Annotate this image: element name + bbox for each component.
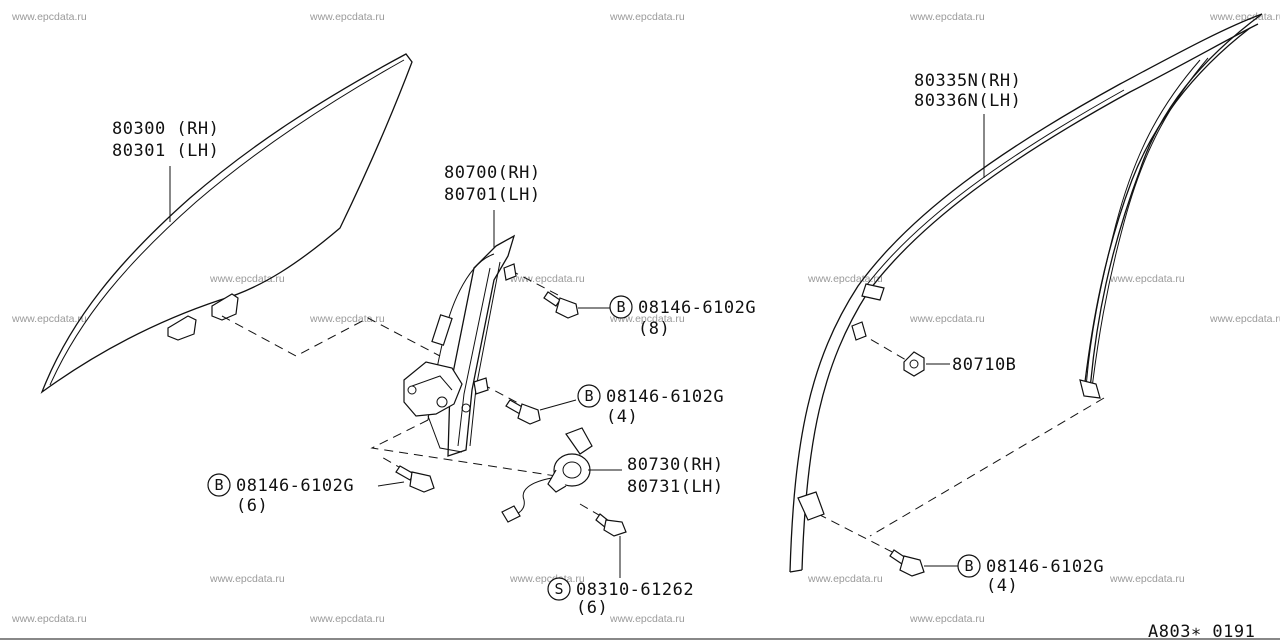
part-number-label: 80300 (RH) (112, 119, 219, 139)
watermark: www.epcdata.ru (807, 273, 883, 285)
callout-bolt-4-sash: B 08146-6102G (4) (957, 554, 1104, 596)
watermark: www.epcdata.ru (909, 613, 985, 625)
part-number-label: 80335N(RH) (914, 71, 1021, 91)
part-number-label: 08146-6102G (236, 476, 354, 496)
callout-screw: S 08310-61262 (6) (547, 577, 694, 618)
bolt-icon (543, 291, 579, 319)
part-number-label: 08146-6102G (638, 298, 756, 318)
watermark: www.epcdata.ru (1209, 313, 1280, 325)
symbol-letter: B (964, 557, 973, 575)
watermark: www.epcdata.ru (1109, 273, 1185, 285)
part-number-label: 80730(RH) (627, 455, 724, 475)
symbol-letter: S (554, 580, 563, 598)
symbol-letter: B (616, 298, 625, 316)
symbol-letter: B (584, 387, 593, 405)
watermark: www.epcdata.ru (309, 613, 385, 625)
symbol-circle (957, 554, 981, 578)
watermark: www.epcdata.ru (209, 273, 285, 285)
watermark-layer: www.epcdata.ru www.epcdata.ru www.epcdat… (11, 11, 1280, 625)
callout-sash: 80335N(RH) 80336N(LH) (914, 71, 1021, 111)
bolt-icon (505, 399, 541, 425)
callout-regulator: 80700(RH) 80701(LH) (444, 163, 541, 205)
window-regulator (403, 234, 517, 457)
callout-bolt-6: B 08146-6102G (6) (207, 473, 354, 516)
watermark: www.epcdata.ru (209, 573, 285, 585)
watermark: www.epcdata.ru (909, 313, 985, 325)
symbol-circle (609, 295, 633, 319)
part-number-label: 08310-61262 (576, 580, 694, 600)
quantity-label: (4) (986, 576, 1018, 596)
callout-motor: 80730(RH) 80731(LH) (627, 455, 724, 497)
part-number-label: 08146-6102G (986, 557, 1104, 577)
watermark: www.epcdata.ru (609, 613, 685, 625)
symbol-circle (547, 577, 571, 601)
watermark: www.epcdata.ru (309, 11, 385, 23)
part-number-label: 80301 (LH) (112, 141, 219, 161)
part-number-label: 08146-6102G (606, 387, 724, 407)
leader-line (539, 399, 577, 411)
bolt-icon (889, 549, 925, 577)
part-number-label: 80710B (952, 355, 1016, 375)
callout-glass: 80300 (RH) 80301 (LH) (112, 119, 219, 161)
callout-bolt-4-regulator: B 08146-6102G (4) (577, 384, 724, 427)
door-glass (40, 53, 413, 394)
watermark: www.epcdata.ru (11, 613, 87, 625)
callout-bolt-8: B 08146-6102G (8) (609, 295, 756, 339)
clip-icon (903, 351, 925, 377)
watermark: www.epcdata.ru (909, 11, 985, 23)
watermark: www.epcdata.ru (11, 11, 87, 23)
quantity-label: (6) (236, 496, 268, 516)
door-sash (789, 13, 1263, 573)
watermark: www.epcdata.ru (509, 273, 585, 285)
quantity-label: (4) (606, 407, 638, 427)
watermark: www.epcdata.ru (309, 313, 385, 325)
symbol-circle (207, 473, 231, 497)
regulator-motor (501, 427, 593, 523)
watermark: www.epcdata.ru (1109, 573, 1185, 585)
leader-line (377, 481, 405, 487)
part-number-label: 80701(LH) (444, 185, 541, 205)
bolt-icon (395, 465, 435, 493)
watermark: www.epcdata.ru (11, 313, 87, 325)
part-number-label: 80336N(LH) (914, 91, 1021, 111)
screw-icon (595, 513, 627, 537)
watermark: www.epcdata.ru (609, 11, 685, 23)
quantity-label: (6) (576, 598, 608, 618)
symbol-circle (577, 384, 601, 408)
watermark: www.epcdata.ru (1209, 11, 1280, 23)
quantity-label: (8) (638, 319, 670, 339)
callout-clip: 80710B (952, 355, 1016, 375)
symbol-letter: B (214, 476, 223, 494)
part-number-label: 80731(LH) (627, 477, 724, 497)
watermark: www.epcdata.ru (509, 573, 585, 585)
watermark: www.epcdata.ru (807, 573, 883, 585)
alignment-lines (221, 269, 1105, 557)
figure-code: A803∗ 0191 (1148, 622, 1255, 640)
part-number-label: 80700(RH) (444, 163, 541, 183)
